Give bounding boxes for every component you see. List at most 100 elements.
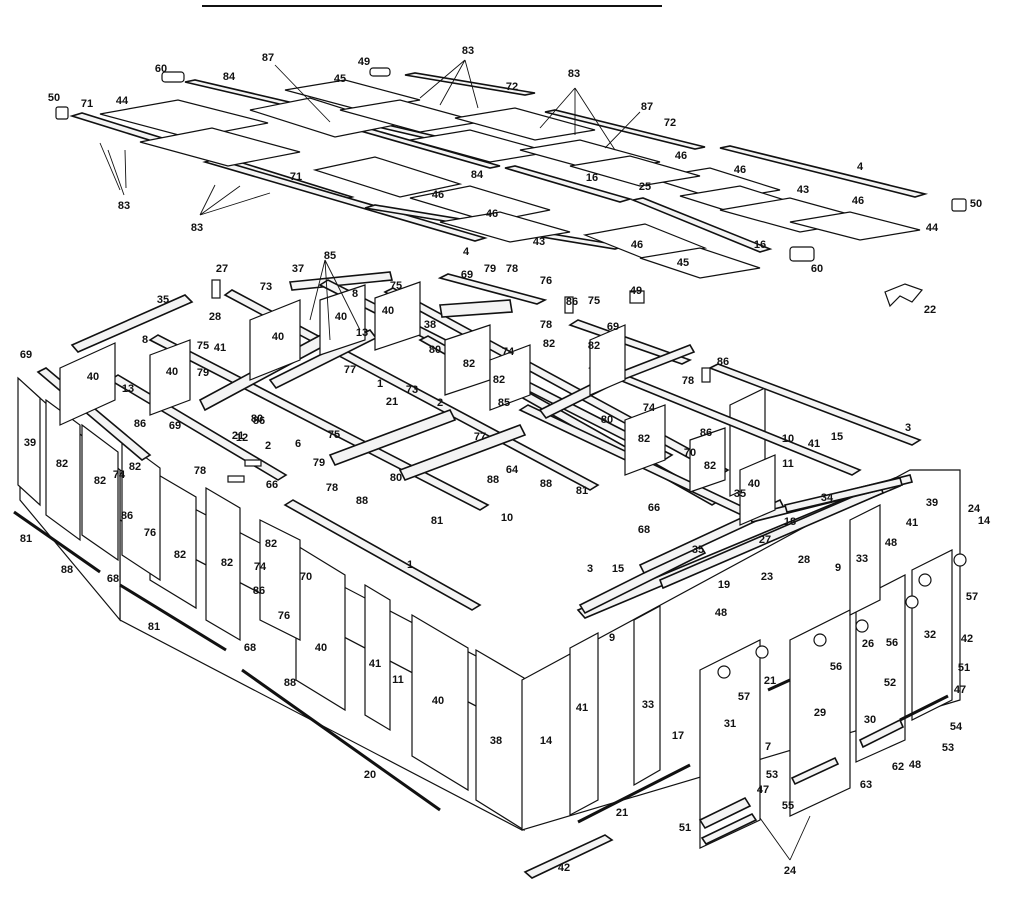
part-number-label: 82 <box>174 549 186 561</box>
part-number-label: 81 <box>431 515 443 527</box>
threshold <box>700 812 758 846</box>
part-number-label: 15 <box>612 563 624 575</box>
part-number-label: 76 <box>540 275 552 287</box>
part-number-label: 16 <box>586 172 598 184</box>
part-number-label: 82 <box>129 461 141 473</box>
door-knob <box>813 633 827 647</box>
part-number-label: 40 <box>166 366 178 378</box>
part-number-label: 43 <box>533 236 545 248</box>
part-number-label: 40 <box>87 371 99 383</box>
part-number-label: 78 <box>540 319 552 331</box>
part-number-label: 32 <box>924 629 936 641</box>
part-number-label: 8 <box>352 288 358 300</box>
part-number-label: 57 <box>966 591 978 603</box>
leader-line <box>539 87 616 151</box>
threshold <box>523 834 614 879</box>
part-number-label: 70 <box>684 447 696 459</box>
part-number-label: 41 <box>214 342 226 354</box>
part-number-label: 56 <box>886 637 898 649</box>
part-number-label: 20 <box>364 769 376 781</box>
part-number-label: 48 <box>715 607 727 619</box>
part-number-label: 83 <box>191 222 203 234</box>
sill-rail <box>119 583 227 652</box>
door-knob <box>953 553 967 567</box>
part-number-label: 78 <box>326 482 338 494</box>
part-number-label: 42 <box>558 862 570 874</box>
part-number-label: 10 <box>782 433 794 445</box>
part-number-label: 53 <box>942 742 954 754</box>
roof-rail <box>544 109 706 150</box>
part-number-label: 49 <box>358 56 370 68</box>
part-number-label: 68 <box>244 642 256 654</box>
part-number-label: 85 <box>498 397 510 409</box>
part-number-label: 60 <box>155 63 167 75</box>
wall-panel <box>17 376 41 507</box>
wall-panel <box>205 486 241 642</box>
part-number-label: 41 <box>576 702 588 714</box>
part-number-label: 27 <box>759 534 771 546</box>
sill-rail <box>577 763 691 824</box>
part-labels: 1122334467889910101111121313141415151616… <box>20 45 991 877</box>
part-number-label: 74 <box>643 402 656 414</box>
part-number-label: 86 <box>566 296 578 308</box>
part-number-label: 66 <box>648 502 660 514</box>
ceiling-panel <box>624 404 666 476</box>
part-number-label: 13 <box>356 327 368 339</box>
part-number-label: 35 <box>692 544 704 556</box>
part-number-label: 83 <box>568 68 580 80</box>
fitting <box>244 459 262 467</box>
part-number-label: 50 <box>48 92 60 104</box>
part-number-label: 82 <box>94 475 106 487</box>
part-number-label: 85 <box>324 250 336 262</box>
door-panel <box>855 574 906 763</box>
end-cap <box>951 198 967 212</box>
part-number-label: 46 <box>486 208 498 220</box>
part-number-label: 46 <box>852 195 864 207</box>
wall-panel <box>411 613 469 792</box>
part-number-label: 21 <box>764 675 776 687</box>
part-number-label: 82 <box>56 458 68 470</box>
ceiling-panel <box>59 342 116 426</box>
top-plate <box>708 363 922 446</box>
part-number-label: 21 <box>232 430 244 442</box>
part-number-label: 40 <box>432 695 444 707</box>
part-number-label: 69 <box>461 269 473 281</box>
purlin <box>568 319 693 365</box>
part-number-label: 47 <box>757 784 769 796</box>
leader-line <box>604 111 641 149</box>
part-number-label: 79 <box>197 367 209 379</box>
part-number-label: 81 <box>576 485 588 497</box>
part-number-label: 55 <box>782 800 794 812</box>
part-number-label: 63 <box>860 779 872 791</box>
part-number-label: 79 <box>313 457 325 469</box>
leader-line <box>759 815 811 861</box>
part-number-label: 44 <box>116 95 129 107</box>
part-number-label: 40 <box>315 642 327 654</box>
part-number-label: 46 <box>734 164 746 176</box>
part-number-label: 43 <box>797 184 809 196</box>
door-knob <box>717 665 731 679</box>
gusset-plate <box>884 283 924 308</box>
door-panel <box>699 639 761 849</box>
part-number-label: 82 <box>221 557 233 569</box>
part-number-label: 11 <box>392 674 404 686</box>
fitting <box>564 296 574 314</box>
sill-rail <box>767 678 791 692</box>
ceiling-panel <box>249 299 301 381</box>
end-cap <box>161 71 185 83</box>
part-number-label: 12 <box>236 432 248 444</box>
part-number-label: 6 <box>295 438 301 450</box>
part-number-label: 75 <box>588 295 600 307</box>
leader-line <box>309 259 361 341</box>
part-number-label: 44 <box>926 222 939 234</box>
leader-line <box>99 142 127 196</box>
part-number-label: 1 <box>377 378 383 390</box>
part-number-label: 74 <box>113 469 126 481</box>
part-number-label: 35 <box>734 488 746 500</box>
end-cap <box>55 106 69 120</box>
part-number-label: 83 <box>462 45 474 57</box>
part-number-label: 68 <box>107 573 119 585</box>
part-number-label: 11 <box>782 458 794 470</box>
part-number-label: 52 <box>884 677 896 689</box>
part-number-label: 45 <box>677 257 689 269</box>
